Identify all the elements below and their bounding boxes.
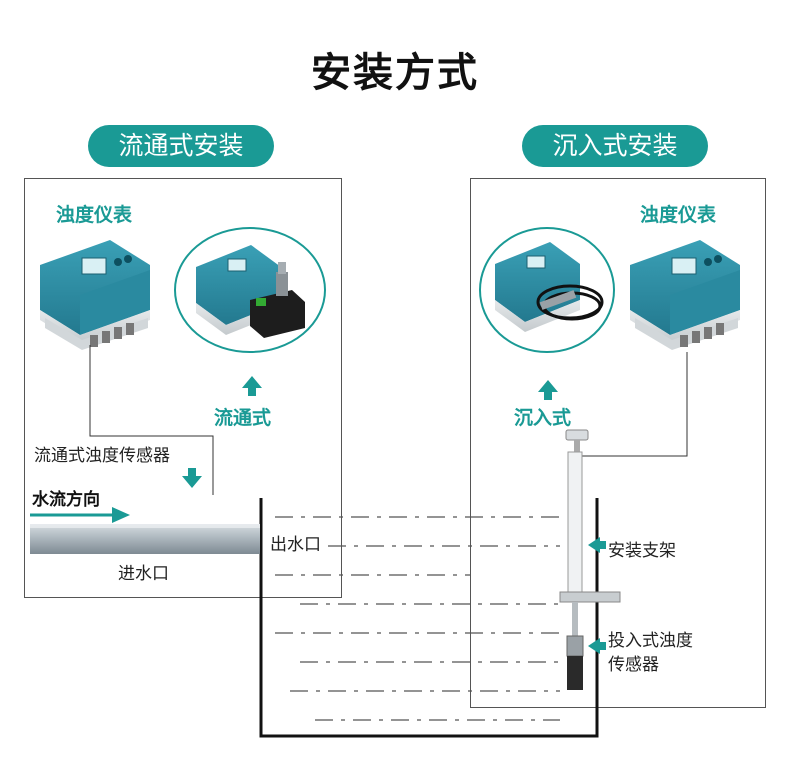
submersible-sensor [566, 635, 584, 690]
meter-label-right: 浊度仪表 [640, 204, 717, 226]
flow-through-method-label: 流通式 [214, 407, 272, 429]
water-tank [259, 498, 599, 738]
flow-direction-arrow [30, 507, 130, 523]
up-arrow-right [538, 380, 558, 400]
submerged-detail-circle [479, 227, 615, 353]
inlet-label: 进水口 [118, 564, 169, 584]
submerged-install-pill: 沉入式安装 [522, 125, 708, 167]
bracket-arrow [588, 537, 606, 553]
submersible-sensor-label-line2: 传感器 [608, 655, 659, 675]
bracket-label: 安装支架 [608, 541, 676, 561]
flow-cell [250, 262, 305, 338]
flow-through-install-pill: 流通式安装 [88, 125, 274, 167]
flow-direction-label: 水流方向 [32, 490, 100, 510]
page-title: 安装方式 [311, 50, 479, 96]
inlet-pipe [30, 524, 260, 554]
water-lines [275, 516, 560, 721]
up-arrow-left [242, 376, 262, 396]
flow-sensor-label: 流通式浊度传感器 [32, 441, 172, 466]
sensor-arrow [588, 638, 606, 654]
submersible-sensor-label-line1: 投入式浊度 [608, 631, 693, 651]
down-arrow-sensor [182, 468, 202, 488]
turbidity-meter-right [630, 240, 740, 350]
flow-through-detail-circle [174, 227, 326, 353]
meter-label-left: 浊度仪表 [56, 204, 133, 226]
outlet-label: 出水口 [268, 530, 323, 555]
mounting-bracket [559, 429, 621, 638]
submerged-method-label: 沉入式 [514, 407, 572, 429]
turbidity-meter-left [40, 240, 150, 350]
